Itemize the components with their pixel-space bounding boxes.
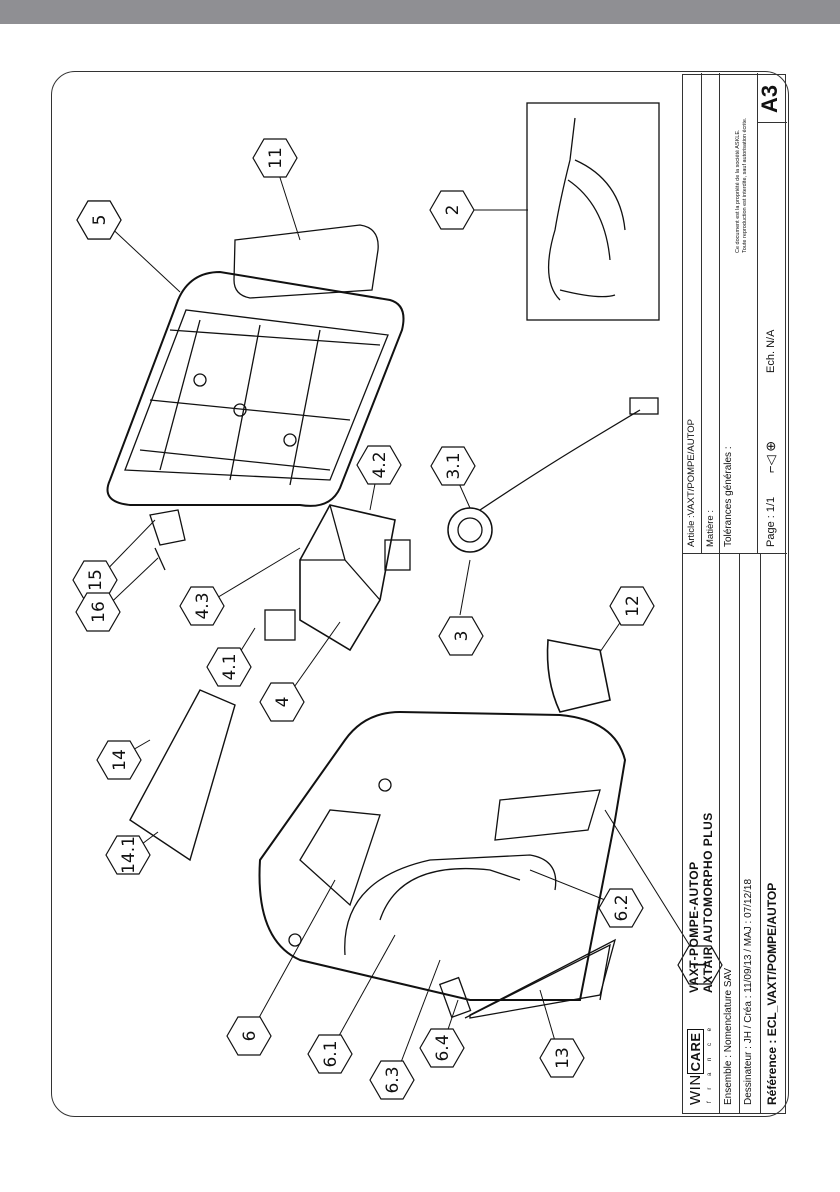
callout-16-label: 16 — [89, 601, 109, 623]
property-note-2: Toute reproduction est interdite, sauf a… — [742, 117, 748, 253]
product-name: AXTAIR AUTOMORPHO PLUS — [701, 812, 715, 993]
callout-3-1-label: 3.1 — [444, 452, 464, 479]
drawing-sheet-border — [51, 71, 789, 1117]
callout-4-label: 4 — [273, 697, 293, 708]
callout-4-1: 4.1 — [206, 647, 252, 687]
callout-1: 1 — [677, 945, 723, 985]
divider — [760, 553, 761, 1113]
part-6-housing — [258, 710, 627, 1001]
callout-13: 12 — [609, 586, 655, 626]
callout-6-4-label: 6.4 — [433, 1034, 453, 1061]
part-14-pcb — [129, 689, 236, 862]
callout-6-4: 6.4 — [419, 1028, 465, 1068]
callout-12-label: 13 — [553, 1047, 573, 1069]
part-4-pump — [264, 504, 411, 652]
callout-6: 6 — [226, 1016, 272, 1056]
divider — [757, 73, 758, 553]
part-12-plate — [469, 938, 617, 1019]
divider — [701, 73, 702, 553]
callout-12: 13 — [539, 1038, 585, 1078]
title-block: WINCARE f r a n c e VAXT-POMPE-AUTOP AXT… — [682, 73, 787, 1114]
callout-4-1-label: 4.1 — [220, 653, 240, 680]
ensemble-field: Ensemble : Nomenclature SAV — [723, 967, 734, 1105]
logo-subtitle: f r a n c e — [707, 1022, 713, 1103]
scale-field: Ech. N/A — [765, 329, 777, 373]
part-5-base-tray — [106, 270, 405, 507]
matiere-field: Matière : — [705, 510, 716, 547]
callout-5: 5 — [76, 200, 122, 240]
sheet-format: A3 — [757, 84, 782, 113]
callout-16: 16 — [75, 592, 121, 632]
tolerances-field: Tolérances générales : — [723, 446, 734, 547]
company-logo: WINCARE — [687, 1029, 704, 1105]
callout-15-label: 15 — [86, 569, 106, 591]
title-block-right: Article :VAXT/POMPE/AUTOP Matière : Tolé… — [683, 73, 787, 553]
title-block-left: WINCARE f r a n c e VAXT-POMPE-AUTOP AXT… — [683, 553, 787, 1113]
callout-2-label: 2 — [443, 205, 463, 216]
callout-1-label: 1 — [691, 960, 711, 971]
callout-6-label: 6 — [240, 1031, 260, 1042]
part-2-cable-frame — [526, 102, 660, 321]
callout-11: 11 — [252, 138, 298, 178]
top-bar — [0, 0, 840, 24]
callout-14-label: 14 — [110, 749, 130, 771]
projection-symbol-icon: ⌐◁ ⊕ — [763, 440, 778, 473]
part-13-handle — [546, 639, 611, 713]
logo-text: WIN — [687, 1074, 704, 1105]
title-block-container: WINCARE f r a n c e VAXT-POMPE-AUTOP AXT… — [682, 73, 787, 1114]
callout-6-1-label: 6.1 — [321, 1040, 341, 1067]
callout-2: 2 — [429, 190, 475, 230]
callout-5-label: 5 — [90, 215, 110, 226]
callout-6-2-label: 6.2 — [612, 894, 632, 921]
article-field: Article :VAXT/POMPE/AUTOP — [686, 419, 697, 547]
callout-6-3: 6.3 — [369, 1060, 415, 1100]
callout-6-3-label: 6.3 — [383, 1066, 403, 1093]
callout-4: 4 — [259, 682, 305, 722]
callout-4-3-label: 4.3 — [193, 592, 213, 619]
logo-box-text: CARE — [687, 1029, 704, 1075]
part-15-valve — [149, 509, 186, 546]
property-note-1: Ce document est la propriété de la socié… — [735, 129, 741, 253]
divider — [739, 553, 740, 1113]
part-6-4-connector — [438, 976, 472, 1019]
callout-15: 15 — [72, 560, 118, 600]
callout-14-1-label: 14.1 — [119, 836, 139, 874]
callout-14: 14 — [96, 740, 142, 780]
callout-6-2: 6.2 — [598, 888, 644, 928]
part-16-pin — [154, 547, 166, 571]
callout-3: 3 — [438, 616, 484, 656]
divider — [757, 122, 787, 123]
part-11-filter — [233, 224, 379, 299]
callout-13-label: 12 — [623, 595, 643, 617]
reference-field: Référence : ECL_VAXT/POMPE/AUTOP — [765, 882, 779, 1105]
callout-3-1: 3.1 — [430, 446, 476, 486]
reference-code: VAXT-POMPE-AUTOP — [687, 861, 701, 993]
callout-4-2-label: 4.2 — [370, 451, 390, 478]
callout-4-3: 4.3 — [179, 586, 225, 626]
callout-4-2: 4.2 — [356, 445, 402, 485]
callout-6-1: 6.1 — [307, 1034, 353, 1074]
callout-14-1: 14.1 — [105, 835, 151, 875]
divider — [719, 553, 720, 1113]
callout-3-label: 3 — [452, 631, 472, 642]
dessinateur-field: Dessinateur : JH / Créa : 11/09/13 / MAJ… — [743, 878, 754, 1105]
divider — [719, 73, 720, 553]
page-field: Page : 1/1 — [765, 496, 777, 547]
callout-11-label: 11 — [266, 147, 286, 169]
